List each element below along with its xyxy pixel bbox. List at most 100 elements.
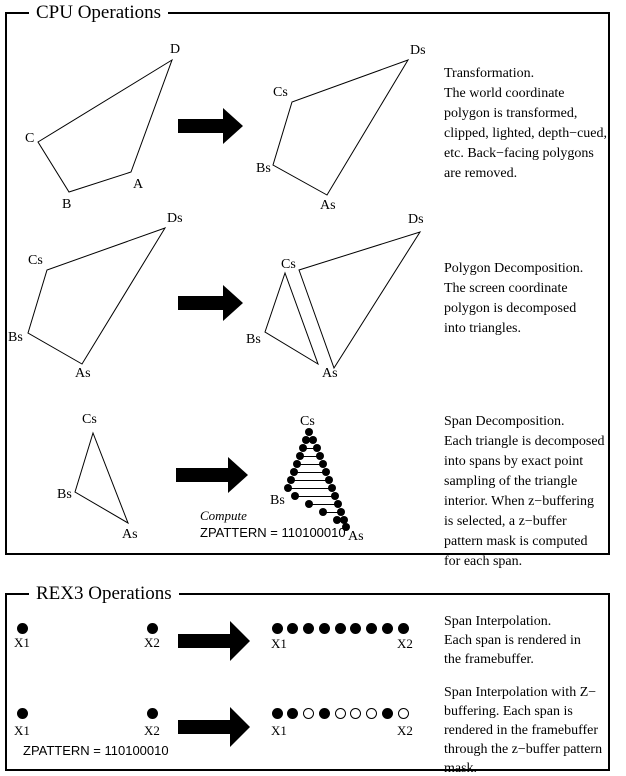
vertex-label-cs: Cs [273,85,288,100]
span-sample-dot [333,516,341,524]
polygon-decomposition-caption: Polygon Decomposition. The screen coordi… [444,261,584,336]
span-interpolation-z-caption: Span Interpolation with Z− buffering. Ea… [444,685,603,776]
vertex-label-bs: Bs [57,487,72,502]
transformation-arrow-icon [178,108,243,144]
vertex-label-bs: Bs [256,161,271,176]
span-line [323,512,341,513]
open-pixel-dot [334,707,346,719]
span-interpolation-caption: Span Interpolation. Each span is rendere… [444,614,581,667]
filled-pixel-dot [303,622,314,634]
x2-label: X2 [144,635,160,650]
vertex-label-ds: Ds [167,211,183,226]
span-sample-dot [291,492,299,500]
span-sample-dot [337,508,345,516]
filled-pixel-dot [334,622,346,634]
span-sample-dot [342,523,350,531]
vertex-label-as: As [320,198,336,213]
vertex-label-b: B [62,197,72,212]
vertex-label-ds: Ds [410,43,426,58]
span-sample-dot [319,508,327,516]
span-line [297,464,323,465]
x1-label: X1 [271,636,287,651]
span-sample-dot [328,484,336,492]
vertex-label-bs: Bs [8,330,23,345]
span-endpoint-dot [146,622,158,634]
span-sample-dot [334,500,342,508]
span-sample-dot [293,460,301,468]
zpattern-value: ZPATTERN = 110100010 [200,525,346,540]
filled-pixel-dot [381,707,393,719]
span-sample-dot [284,484,292,492]
filled-pixel-dot [318,707,330,719]
span-sample-dot [302,436,310,444]
x2-label: X2 [397,723,413,738]
decomposed-triangle-right [298,231,422,370]
span-sample-dot [287,476,295,484]
filled-pixel-dot [318,622,330,634]
span-line [303,448,317,449]
span-sample-dot [313,444,321,452]
filled-pixel-dot [287,622,299,634]
vertex-label-bs: Bs [270,493,285,508]
vertex-label-cs: Cs [28,253,43,268]
x1-label: X1 [271,723,287,738]
span-sample-dot [305,428,313,436]
open-pixel-dot [397,707,409,719]
rex3-row2-arrow-icon [178,707,250,747]
span-decomposition-caption: Span Decomposition. Each triangle is dec… [444,414,605,569]
span-sample-dot [290,468,298,476]
screen-polygon [272,59,410,196]
vertex-label-ds: Ds [408,212,424,227]
filled-pixel-dot [287,707,299,719]
span-sample-dot [322,468,330,476]
transformation-caption: Transformation. The world coordinate pol… [444,66,608,181]
span-line [294,472,326,473]
span-endpoint-dot [16,707,28,719]
span-line [300,456,320,457]
filled-pixel-dot [397,622,409,634]
rex3-row1-arrow-icon [178,621,250,661]
span-sample-dot [325,476,333,484]
vertex-label-c: C [25,131,35,146]
vertex-label-cs: Cs [300,414,315,429]
span-source-triangle [74,431,129,525]
open-pixel-dot [366,707,377,719]
open-pixel-dot [350,707,362,719]
vertex-label-cs: Cs [82,412,97,427]
vertex-label-a: A [133,177,144,192]
filled-pixel-dot [381,622,393,634]
span-sample-dot [299,444,307,452]
world-polygon [37,58,173,193]
vertex-label-as: As [322,366,338,381]
decomposed-triangle-left [264,271,319,366]
open-pixel-dot [303,707,314,719]
rex3-operations-box: REX3 Operations [5,583,610,771]
filled-pixel-dot [350,622,362,634]
span-sample-dot [309,436,317,444]
filled-pixel-dot [271,707,283,719]
span-sample-dot [340,516,348,524]
span-endpoint-dot [16,622,28,634]
span-line [295,496,335,497]
span-line [309,504,338,505]
vertex-label-as: As [122,527,138,542]
cpu-operations-title: CPU Operations [29,2,169,23]
vertex-label-cs: Cs [281,257,296,272]
x2-label: X2 [144,723,160,738]
span-line [288,488,332,489]
filled-pixel-dot [271,622,283,634]
x1-label: X1 [14,723,30,738]
span-line [291,480,329,481]
vertex-label-bs: Bs [246,332,261,347]
filled-pixel-dot [366,622,377,634]
span-sample-dot [319,460,327,468]
vertex-label-d: D [170,42,181,57]
compute-label: Compute [200,508,247,523]
x2-label: X2 [397,636,413,651]
span-arrow-icon [176,457,248,493]
x1-label: X1 [14,635,30,650]
span-sample-dot [316,452,324,460]
span-endpoint-dot [146,707,158,719]
